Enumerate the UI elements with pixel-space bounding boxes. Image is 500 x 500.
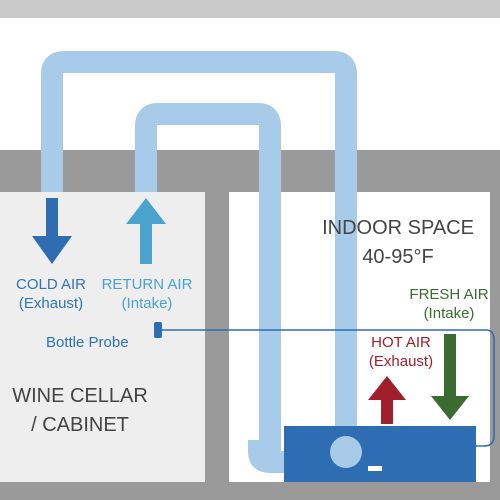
return-air-arrow: [126, 198, 166, 264]
bottle-probe-label: Bottle Probe: [46, 334, 129, 351]
return-air-duct: [135, 103, 281, 452]
wall-band: [0, 150, 500, 192]
return-air-title: RETURN AIR: [101, 276, 193, 293]
hot-air-arrow: [368, 376, 406, 424]
unit-indicator: [368, 466, 382, 471]
wine-cellar-room: [0, 192, 205, 482]
duct-elbow-circle: [330, 436, 362, 468]
fresh-air-title: FRESH AIR: [409, 286, 489, 303]
cold-air-arrow: [32, 198, 72, 264]
return-air-label: RETURN AIR (Intake): [96, 276, 198, 314]
wine-cellar-label: WINE CELLAR / CABINET: [10, 382, 150, 440]
divider-wall: [205, 150, 229, 500]
cold-air-subtitle: (Exhaust): [18, 294, 84, 312]
bottle-probe-icon: [154, 322, 162, 338]
right-wall: [490, 192, 500, 482]
cold-air-label: COLD AIR (Exhaust): [8, 276, 94, 314]
fresh-air-label: FRESH AIR (Intake): [406, 286, 492, 324]
indoor-space-title: INDOOR SPACE: [322, 217, 474, 239]
cold-air-title: COLD AIR: [15, 276, 87, 293]
wine-cellar-line2: / CABINET: [31, 414, 129, 436]
bottle-probe-wire: [160, 329, 495, 447]
hot-air-subtitle: (Exhaust): [368, 352, 434, 370]
top-strip: [0, 0, 500, 18]
fresh-air-arrow: [431, 334, 469, 420]
return-air-subtitle: (Intake): [121, 294, 173, 312]
temp-range: 40-95°F: [362, 246, 434, 268]
hot-air-label: HOT AIR (Exhaust): [358, 334, 444, 372]
cooling-unit: [284, 426, 476, 482]
floor-band: [0, 482, 500, 500]
cold-air-duct: [41, 51, 357, 452]
wine-cellar-line1: WINE CELLAR: [12, 385, 148, 407]
return-duct-end: [248, 440, 284, 473]
indoor-space-label: INDOOR SPACE 40-95°F: [318, 214, 478, 272]
hot-air-title: HOT AIR: [371, 334, 431, 351]
fresh-air-subtitle: (Intake): [423, 304, 475, 322]
